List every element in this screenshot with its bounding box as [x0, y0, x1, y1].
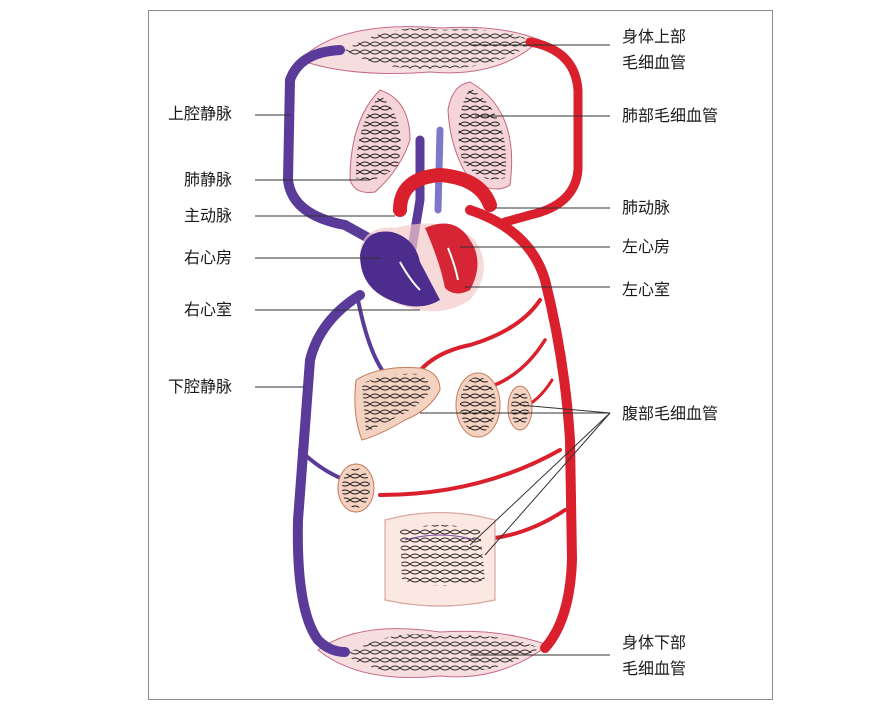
leader-abdominal-4 — [484, 412, 611, 556]
leader-abdominal-3 — [469, 412, 611, 546]
label-lower-body-capillaries: 身体下部 毛细血管 — [622, 630, 686, 682]
leader-abdominal-2 — [519, 404, 611, 414]
label-lower-body-line2: 毛细血管 — [622, 659, 687, 678]
label-abdominal-capillaries: 腹部毛细血管 — [622, 404, 719, 423]
heart — [360, 223, 484, 312]
label-pulmonary-vein: 肺静脉 — [184, 170, 233, 189]
label-right-atrium: 右心房 — [184, 248, 233, 267]
label-left-atrium: 左心房 — [622, 237, 671, 256]
lower-body-capillary-bed — [317, 628, 550, 678]
label-left-ventricle: 左心室 — [622, 280, 671, 299]
label-lower-body-line1: 身体下部 — [622, 633, 687, 652]
label-superior-vena-cava: 上腔静脉 — [168, 104, 233, 123]
label-upper-body-capillaries: 身体上部 毛细血管 — [622, 24, 686, 76]
label-upper-body-line1: 身体上部 — [622, 27, 687, 46]
label-upper-body-line2: 毛细血管 — [622, 53, 687, 72]
upper-body-capillary-bed — [299, 26, 541, 74]
label-pulmonary-artery: 肺动脉 — [622, 198, 671, 217]
leader-lines — [255, 44, 611, 656]
label-right-ventricle: 右心室 — [184, 300, 233, 319]
label-inferior-vena-cava: 下腔静脉 — [168, 377, 233, 396]
label-aorta: 主动脉 — [184, 206, 233, 225]
abdominal-capillary-beds — [337, 367, 533, 607]
right-heart-chambers — [360, 231, 440, 307]
label-lung-capillaries: 肺部毛细血管 — [622, 106, 719, 125]
lung-capillary-bed — [349, 81, 513, 193]
